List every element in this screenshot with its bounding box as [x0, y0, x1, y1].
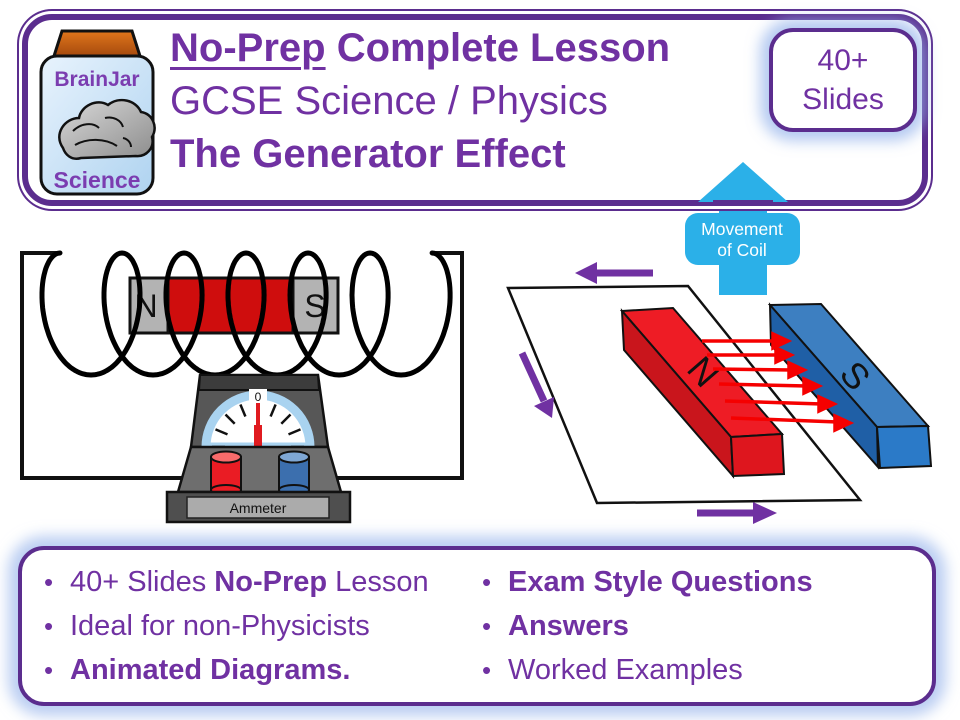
- title-line-1-rest: Complete Lesson: [325, 26, 671, 70]
- movement-label-line2: of Coil: [717, 240, 767, 260]
- ammeter-shelf: [176, 445, 343, 494]
- south-magnet: S: [767, 302, 933, 470]
- generator-effect-diagram: Movement of Coil N S: [506, 162, 933, 524]
- title-line-3: The Generator Effect: [170, 132, 566, 176]
- north-magnet: N: [619, 306, 786, 479]
- dial-tick: [239, 404, 247, 417]
- feature-text: Exam Style Questions: [508, 566, 813, 598]
- dial-tick: [269, 404, 277, 417]
- feature-item: • Animated Diagrams.: [44, 648, 429, 692]
- bullet-icon: •: [44, 655, 54, 685]
- north-magnet-end: [729, 432, 786, 478]
- field-arrows: [702, 331, 855, 433]
- feature-text: Worked Examples: [508, 654, 743, 686]
- coil-wire: [39, 250, 453, 378]
- blue-terminal: [278, 450, 310, 496]
- bullet-icon: •: [482, 655, 492, 685]
- feature-text: Ideal for non-Physicists: [70, 610, 370, 642]
- dial-zero-label: 0: [255, 390, 262, 404]
- brain-jar-logo-icon: BrainJar Science: [39, 29, 156, 196]
- bullet-icon: •: [482, 567, 492, 597]
- dial-tick: [280, 413, 292, 425]
- features-box: • 40+ Slides No-Prep Lesson • Ideal for …: [18, 546, 936, 706]
- lesson-title: No-Prep Complete Lesson GCSE Science / P…: [170, 22, 670, 181]
- dial-zero-patch: [249, 389, 267, 403]
- brain-folds: [72, 116, 132, 148]
- feature-text: 40+ Slides No-Prep Lesson: [70, 566, 429, 598]
- jar-lid: [51, 29, 143, 58]
- feature-text: Animated Diagrams.: [70, 654, 351, 686]
- ammeter-name-plate: [186, 496, 330, 519]
- bullet-icon: •: [44, 567, 54, 597]
- header-border-gap: [713, 206, 773, 209]
- south-magnet-side: [768, 302, 880, 470]
- feature-text: Answers: [508, 610, 629, 642]
- bullet-icon: •: [44, 611, 54, 641]
- movement-label-line1: Movement: [701, 219, 783, 239]
- dial-tick: [215, 428, 228, 436]
- bullet-icon: •: [482, 611, 492, 641]
- feature-item: • Answers: [482, 604, 813, 648]
- ammeter-top-band: [197, 374, 321, 391]
- feature-item: • Worked Examples: [482, 648, 813, 692]
- logo-bottom-text: Science: [54, 167, 141, 193]
- badge-line-2: Slides: [802, 83, 884, 116]
- feature-item: • 40+ Slides No-Prep Lesson: [44, 560, 429, 604]
- features-column-left: • 40+ Slides No-Prep Lesson • Ideal for …: [44, 560, 429, 692]
- title-no-prep: No-Prep: [170, 26, 326, 70]
- header-border-thin: [713, 209, 773, 211]
- south-magnet-end: [875, 424, 933, 470]
- down-arrow-icon: [518, 351, 548, 403]
- dial-tick: [288, 428, 301, 436]
- slide-count-badge: 40+ Slides: [769, 28, 917, 132]
- coil-magnet-ammeter-diagram: N S 0: [20, 250, 464, 524]
- logo-top-text: BrainJar: [54, 68, 139, 91]
- dial-tick: [224, 413, 236, 425]
- ammeter: 0 Ammeter: [165, 373, 352, 524]
- title-line-1: No-Prep Complete Lesson: [170, 22, 670, 75]
- movement-label: Movement of Coil: [685, 213, 800, 265]
- red-terminal: [210, 450, 242, 496]
- header-border-overlap: [713, 200, 773, 206]
- features-column-right: • Exam Style Questions • Answers • Worke…: [482, 560, 813, 692]
- current-arrows: [518, 262, 777, 524]
- south-pole-label: S: [304, 288, 325, 324]
- badge-line-1: 40+: [817, 44, 869, 77]
- title-line-2: GCSE Science / Physics: [170, 79, 608, 123]
- feature-item: • Ideal for non-Physicists: [44, 604, 429, 648]
- brain-jar-logo: BrainJar Science: [38, 28, 158, 203]
- ammeter-label: Ammeter: [230, 500, 287, 516]
- feature-item: • Exam Style Questions: [482, 560, 813, 604]
